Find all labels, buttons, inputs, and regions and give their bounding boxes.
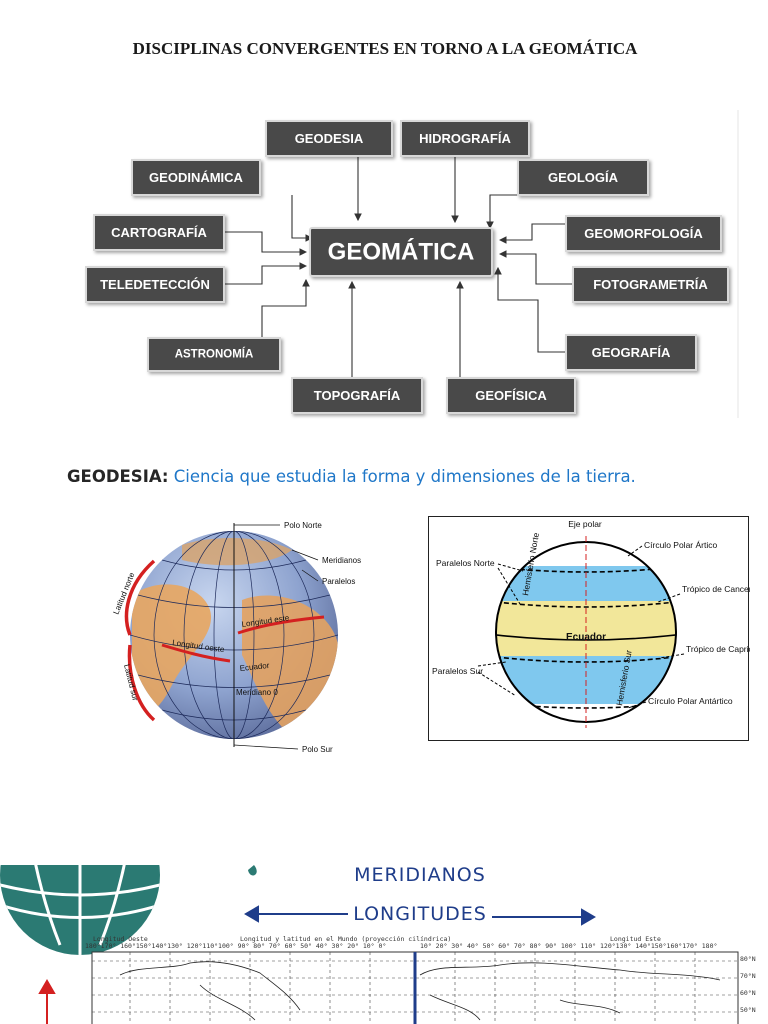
svg-text:GEODESIA: GEODESIA (295, 131, 364, 146)
label-paralelos-norte: Paralelos Norte (436, 558, 495, 568)
label-ecuador: Ecuador (239, 661, 270, 673)
svg-text:TOPOGRAFÍA: TOPOGRAFÍA (314, 388, 401, 403)
label-tropico-cancer: Trópico de Cancer (682, 584, 750, 594)
longitude-arrows (244, 905, 596, 926)
diagram-title: DISCIPLINAS CONVERGENTES EN TORNO A LA G… (132, 39, 638, 58)
geodesia-definition: GEODESIA: Ciencia que estudia la forma y… (67, 466, 707, 487)
connector-astronomia (261, 278, 310, 338)
longitudes-map-strip: MERIDIANOS LONGITUDES Longitud Oeste Lon… (0, 835, 756, 1024)
scale-east: 10° 20° 30° 40° 50° 60° 70° 80° 90° 100°… (420, 942, 717, 950)
label-circulo-polar-antartico: Círculo Polar Antártico (648, 696, 733, 706)
map-title: Longitud y latitud en el Mundo (proyecci… (240, 935, 451, 943)
svg-text:FOTOGRAMETRÍA: FOTOGRAMETRÍA (593, 277, 708, 292)
label-meridianos-hand: MERIDIANOS (354, 864, 486, 886)
globe-land (130, 531, 338, 739)
node-geologia: GEOLOGÍA (517, 159, 649, 196)
label-paralelos: Paralelos (322, 577, 355, 586)
label-circulo-polar-artico: Círculo Polar Ártico (644, 540, 717, 550)
label-ecuador-right: Ecuador (566, 632, 606, 643)
geodesia-term: GEODESIA: (67, 467, 169, 486)
label-longitudes-hand: LONGITUDES (353, 903, 487, 925)
connectors (224, 156, 573, 378)
node-geofisica: GEOFÍSICA (446, 377, 576, 414)
latitude-arrow (38, 979, 56, 1024)
label-meridiano-0: Meridiano 0 (236, 688, 278, 697)
connector-geologia (486, 194, 518, 230)
label-longitud-este-map: Longitud Este (610, 935, 661, 943)
node-topografia: TOPOGRAFÍA (291, 377, 423, 414)
map-grid (92, 952, 738, 1024)
svg-text:HIDROGRAFÍA: HIDROGRAFÍA (419, 131, 511, 146)
label-longitud-oeste-map: Longitud Oeste (93, 935, 148, 943)
connector-geomorfologia (498, 223, 566, 244)
svg-text:GEOLOGÍA: GEOLOGÍA (548, 170, 619, 185)
node-geomorfologia: GEOMORFOLOGÍA (565, 215, 722, 252)
svg-text:ASTRONOMÍA: ASTRONOMÍA (175, 348, 254, 361)
svg-text:GEOGRAFÍA: GEOGRAFÍA (592, 345, 671, 360)
connector-teledeteccion (224, 262, 308, 285)
node-geodesia: GEODESIA (265, 120, 393, 157)
node-hidrografia: HIDROGRAFÍA (400, 120, 530, 157)
node-teledeteccion: TELEDETECCIÓN (85, 266, 225, 303)
svg-text:TELEDETECCIÓN: TELEDETECCIÓN (100, 277, 210, 292)
svg-text:CARTOGRAFÍA: CARTOGRAFÍA (111, 225, 207, 240)
label-polo-norte: Polo Norte (284, 521, 322, 530)
node-fotogrametria: FOTOGRAMETRÍA (572, 266, 729, 303)
svg-text:GEODINÁMICA: GEODINÁMICA (149, 170, 244, 185)
node-cartografia: CARTOGRAFÍA (93, 214, 225, 251)
label-paralelos-sur: Paralelos Sur (432, 666, 483, 676)
svg-text:GEOMÁTICA: GEOMÁTICA (328, 238, 475, 266)
connector-cartografia (224, 231, 308, 256)
label-eje-polar: Eje polar (568, 519, 602, 529)
svg-text:GEOMORFOLOGÍA: GEOMORFOLOGÍA (584, 226, 703, 241)
latitude-labels: 80°N 70°N 60°N 50°N (740, 955, 756, 1014)
label-meridianos: Meridianos (322, 556, 361, 565)
node-geodinamica: GEODINÁMICA (131, 159, 261, 196)
node-astronomia: ASTRONOMÍA (147, 337, 281, 372)
globe-coordinates-figure: Polo Norte Meridianos Paralelos Latitud … (112, 521, 362, 754)
geodesia-definition-text: Ciencia que estudia la forma y dimension… (173, 467, 636, 486)
svg-text:GEOFÍSICA: GEOFÍSICA (475, 388, 547, 403)
connector-geodinamica (291, 195, 314, 242)
svg-text:80°N: 80°N (740, 955, 756, 963)
hemispheres-figure: Eje polar Paralelos Norte Círculo Polar … (428, 516, 750, 741)
node-geomatica: GEOMÁTICA (309, 227, 493, 277)
label-tropico-capricornio: Trópico de Capricornio (686, 644, 750, 654)
svg-text:60°N: 60°N (740, 989, 756, 997)
connector-geografia (494, 266, 566, 353)
scale-west: 180°170° 160°150°140°130° 120°110°100° 9… (85, 942, 386, 950)
map-coastlines (119, 961, 721, 1021)
connector-fotogrametria (498, 250, 573, 285)
geomatica-diagram: GEOMÁTICA GEODESIA HIDROGRAFÍA GEODINÁMI… (85, 110, 739, 418)
node-geografia: GEOGRAFÍA (565, 334, 697, 371)
svg-text:70°N: 70°N (740, 972, 756, 980)
svg-text:50°N: 50°N (740, 1006, 756, 1014)
label-polo-sur: Polo Sur (302, 745, 333, 754)
label-latitud-norte: Latitud norte (112, 571, 137, 616)
